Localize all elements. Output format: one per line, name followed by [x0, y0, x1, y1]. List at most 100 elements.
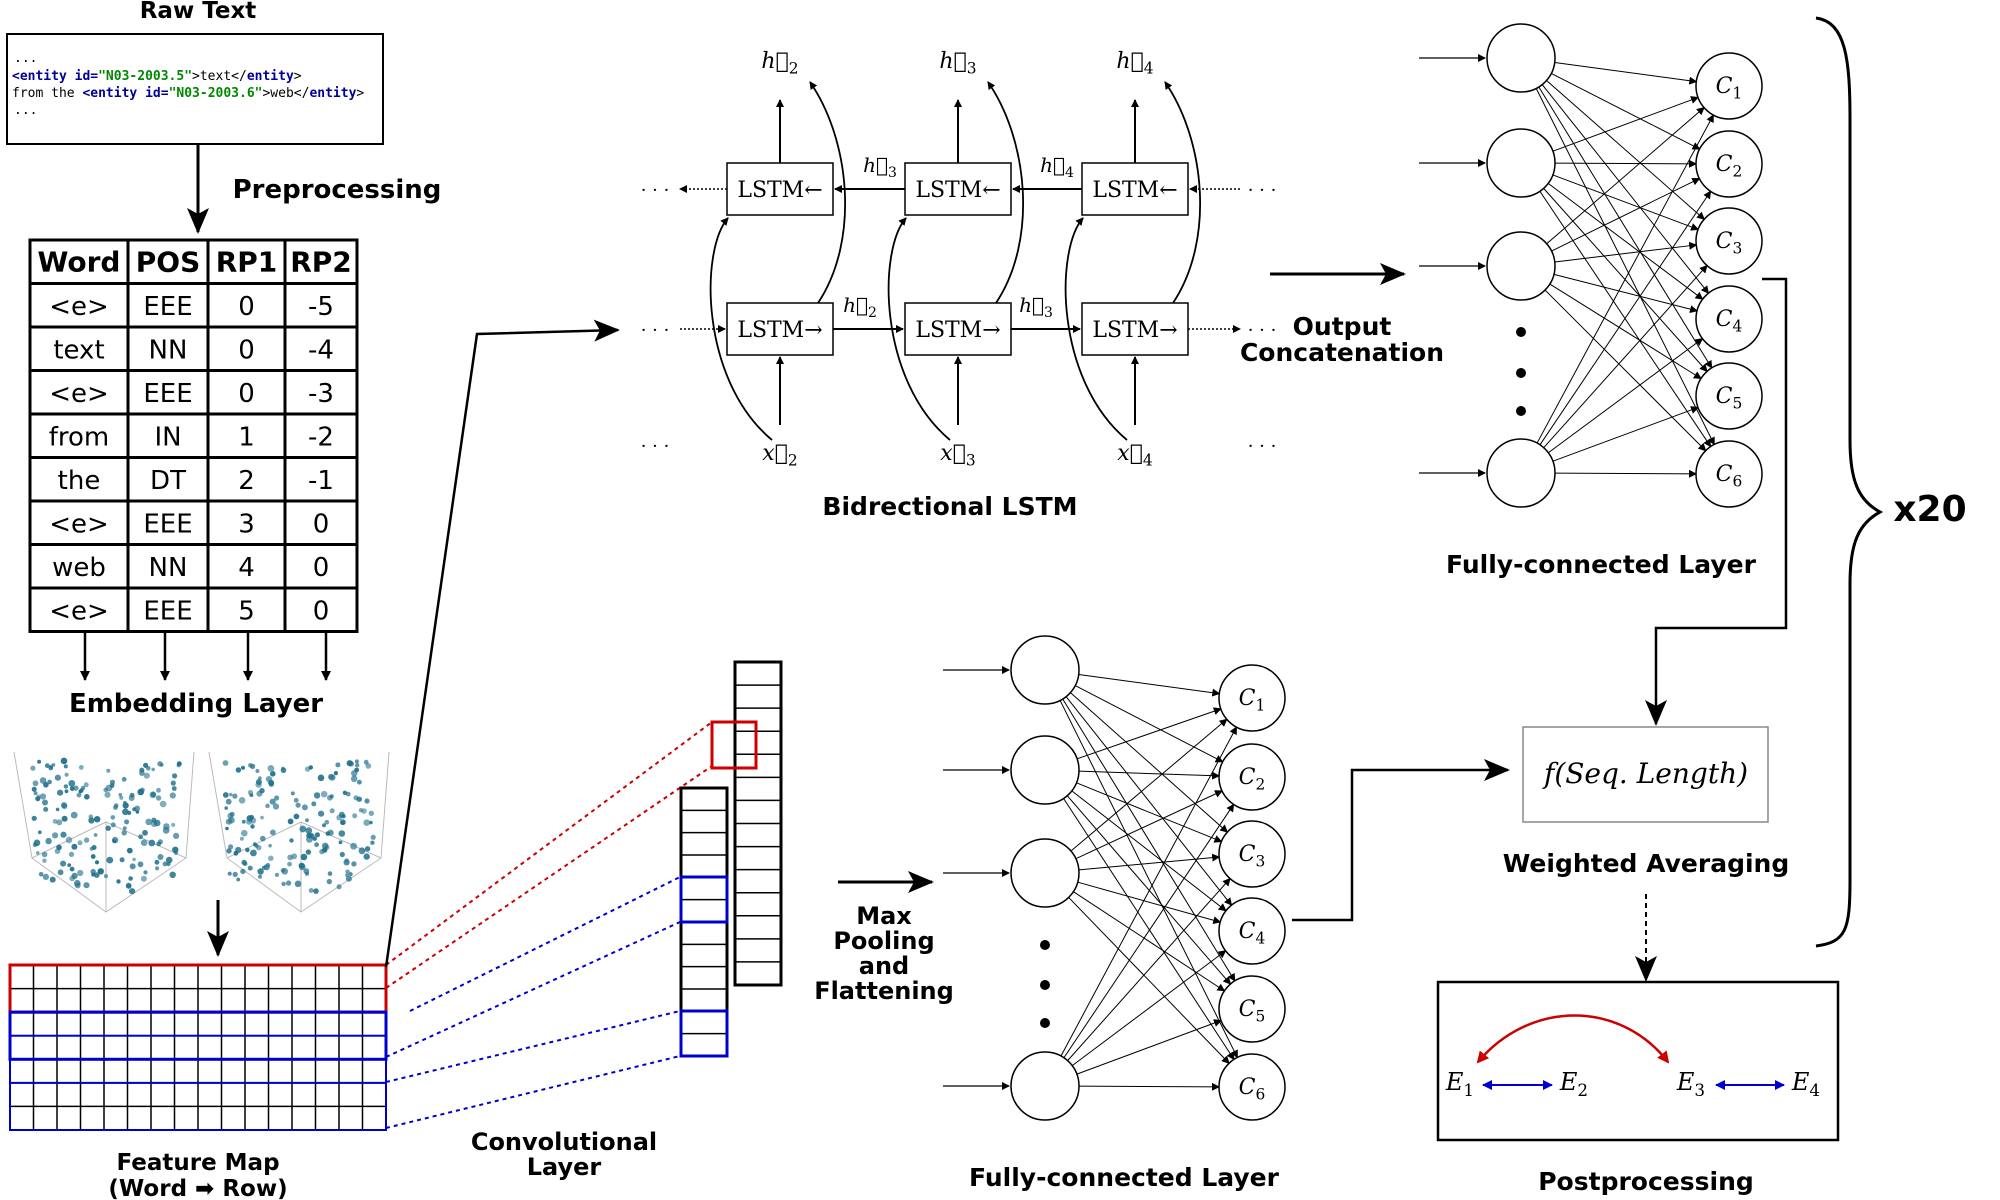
scatter-point [171, 786, 177, 791]
table-cell: web [52, 553, 106, 583]
lstm-backward-state-label: h⃖4 [1040, 153, 1074, 181]
lstm-input-label: x⃗2 [762, 441, 797, 470]
scatter-point [68, 780, 76, 787]
weighted-averaging-label: Weighted Averaging [1503, 849, 1789, 878]
fc-output-class-node [1695, 440, 1763, 508]
fc-input-neuron [1010, 735, 1080, 805]
scatter-point [84, 794, 90, 800]
scatter-point [370, 840, 375, 845]
scatter-point [364, 846, 371, 852]
scatter-point [30, 765, 36, 771]
fc-connection [1554, 469, 1698, 478]
scatter-point [43, 782, 49, 788]
scatter-point [294, 880, 302, 888]
fc-output-class-node [1218, 897, 1286, 965]
scatter-point [249, 814, 254, 820]
embedding-layer-label: Embedding Layer [69, 689, 323, 719]
lstm-hidden-output-label: h⃗2 [761, 49, 798, 78]
scatter-point [300, 853, 308, 861]
fc-connection [1070, 718, 1228, 852]
scatter-point [148, 839, 156, 847]
scatter-point [31, 786, 37, 792]
scatter-point [173, 832, 180, 840]
scatter-point [73, 785, 79, 791]
lstm-backward-cell-label: LSTM← [737, 178, 822, 203]
scatter-point [260, 815, 264, 820]
scatter-point [241, 859, 247, 866]
scatter-point [61, 803, 68, 810]
scatter-point [89, 846, 94, 851]
scatter-point [241, 819, 246, 824]
concatenation-label: Concatenation [1240, 338, 1444, 367]
scatter-point [137, 861, 144, 868]
scatter-point [111, 836, 119, 844]
scatter-point [122, 826, 127, 831]
scatter-point [281, 881, 286, 887]
scatter-point [55, 807, 60, 812]
scatter-point [229, 792, 233, 797]
table-header-cell: POS [136, 245, 201, 278]
scatter-point [252, 842, 257, 847]
table-cell: text [53, 335, 104, 365]
repeat-brace [1815, 16, 1884, 948]
scatter-point [42, 799, 48, 806]
scatter-point [350, 775, 358, 783]
table-header-cell: RP1 [216, 245, 278, 278]
lstm-skip-curve [809, 81, 847, 304]
scatter-point [235, 767, 242, 773]
scatter-point [90, 854, 96, 859]
scatter-point [287, 818, 294, 825]
scatter-point [127, 810, 132, 816]
scatter-point [356, 796, 362, 802]
scatter-point [90, 868, 96, 875]
fc-connection [1071, 790, 1227, 912]
table-cell: 2 [238, 466, 255, 496]
scatter-point [51, 763, 56, 767]
scatter-point [32, 842, 38, 847]
scatter-point [354, 767, 359, 773]
table-cell: 4 [238, 553, 255, 583]
scatter-point [324, 819, 330, 825]
table-cell: EEE [143, 596, 192, 626]
conv-layer-label: Convolutional [471, 1128, 657, 1156]
fc-connection [1553, 273, 1698, 313]
fc-connection [1535, 88, 1715, 446]
table-cell: DT [150, 466, 186, 496]
scatter-point [290, 791, 295, 796]
scatter-point [57, 869, 64, 876]
scatter-point [83, 882, 90, 889]
table-cell: 0 [313, 596, 330, 626]
scatter-point [162, 861, 168, 867]
fc-class-label: C3 [1239, 842, 1266, 871]
scatter-point [151, 817, 157, 823]
fc-class-label: C3 [1716, 229, 1743, 258]
bidirectional-lstm: LSTM←LSTM→h⃗2x⃗2LSTM←LSTM→h⃗3x⃗3LSTM←LST… [641, 49, 1277, 470]
scatter-point [274, 795, 280, 801]
scatter-point [140, 839, 148, 846]
scatter-point [313, 792, 321, 799]
scatter-point [154, 859, 160, 865]
scatter-point [171, 822, 176, 827]
embedding-scatter-left [13, 751, 195, 913]
scatter-point [106, 856, 114, 864]
scatter-point [94, 816, 101, 823]
scatter-point [281, 868, 289, 875]
scatter-point [250, 849, 257, 857]
entity-label: E2 [1559, 1068, 1588, 1100]
scatter-point [345, 875, 352, 882]
table-cell: 0 [238, 292, 255, 322]
table-cell: 5 [238, 596, 255, 626]
fc-class-label: C5 [1716, 384, 1743, 413]
fc-connection [1078, 853, 1221, 871]
scatter-point [132, 807, 137, 812]
scatter-point [322, 823, 326, 828]
scatter-point [336, 884, 342, 890]
fc-input-neuron [1486, 231, 1556, 301]
scatter-point [129, 888, 136, 895]
fc-output-class-node [1218, 820, 1286, 888]
lstm-ellipsis: · · · [1248, 180, 1277, 201]
lstm-ellipsis: · · · [1248, 436, 1277, 457]
fc-connection [1060, 726, 1237, 1057]
fc-connection [1551, 72, 1701, 150]
